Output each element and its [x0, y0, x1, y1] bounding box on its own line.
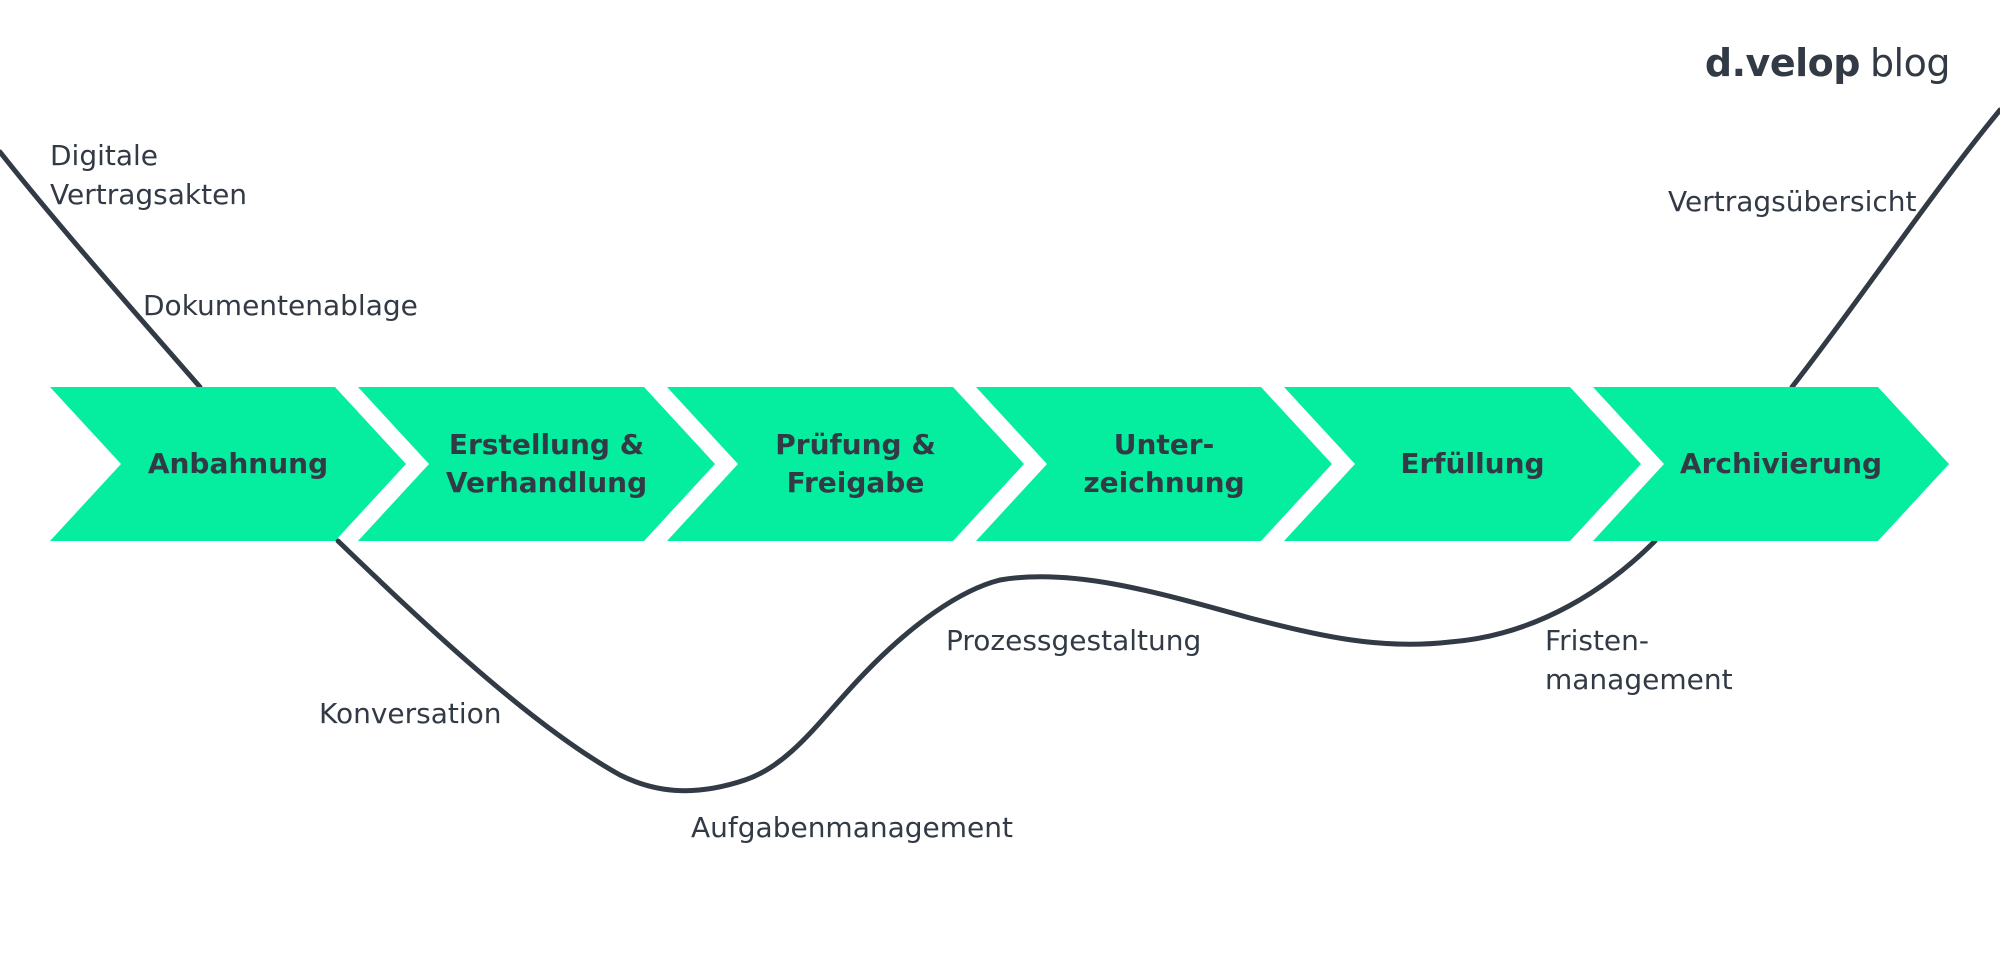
stage-arrows	[50, 387, 1949, 541]
logo-brand: d.velop	[1704, 41, 1861, 85]
annotation-aufgabenmanagement: Aufgabenmanagement	[691, 811, 1013, 844]
stage-arrow-archivierung	[1593, 387, 1949, 541]
annotation-prozessgestaltung: Prozessgestaltung	[946, 624, 1202, 657]
stage-arrow-pruefung	[667, 387, 1024, 541]
stage-arrow-erstellung	[358, 387, 715, 541]
flow-curve	[0, 107, 2000, 794]
annotation-dokumentenablage: Dokumentenablage	[143, 289, 418, 322]
stage-arrow-unterzeichnung	[976, 387, 1332, 541]
annotation-konversation: Konversation	[319, 697, 502, 730]
stage-label-archivierung: Archivierung	[1679, 447, 1883, 480]
stage-arrow-erfuellung	[1284, 387, 1641, 541]
stage-label-erstellung: Erstellung & Verhandlung	[445, 428, 648, 499]
stage-label-pruefung: Prüfung & Freigabe	[775, 428, 936, 499]
annotation-vertragsuebersicht: Vertragsübersicht	[1668, 185, 1917, 218]
stage-label-anbahnung: Anbahnung	[147, 447, 329, 480]
annotation-digitale-vertragsakten: Digitale Vertragsakten	[50, 139, 248, 211]
stage-label-unterzeichnung: Unter- zeichnung	[1083, 428, 1245, 499]
logo-suffix: blog	[1869, 41, 1951, 85]
annotation-fristenmanagement: Fristen- management	[1545, 624, 1733, 696]
stage-arrow-anbahnung	[50, 387, 406, 541]
stage-label-erfuellung: Erfüllung	[1400, 447, 1545, 480]
